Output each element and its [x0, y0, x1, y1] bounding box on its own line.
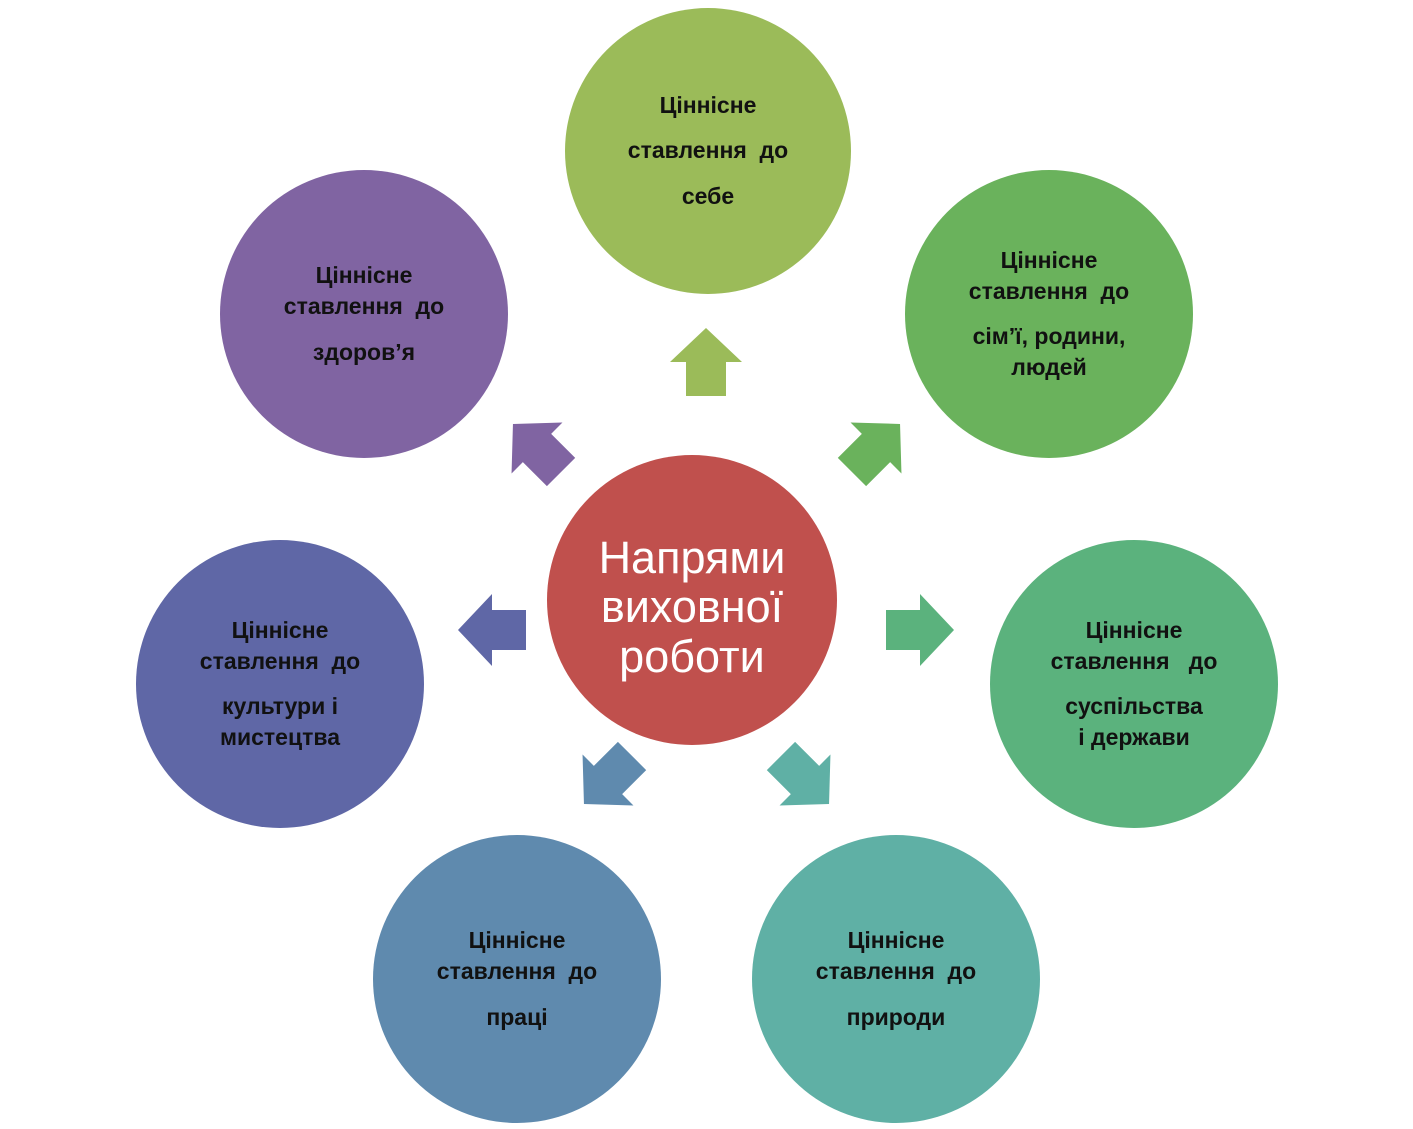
node-family: Ціннісне ставлення до сім’ї, родини, люд…: [905, 170, 1193, 458]
arrow-to-health: [511, 422, 576, 487]
center-title-line-2: виховної: [600, 581, 784, 633]
node-society-text: Ціннісне ставлення до суспільства і держ…: [1051, 615, 1218, 753]
node-society: Ціннісне ставлення до суспільства і держ…: [990, 540, 1278, 828]
node-health-line-2: ставлення до: [283, 293, 445, 320]
node-culture-line-1: Ціннісне: [231, 616, 329, 643]
node-health-line-3: здоров’я: [312, 338, 416, 365]
node-nature-line-3: природи: [846, 1003, 946, 1030]
arrow-to-society: [886, 594, 954, 666]
center-title-line-3: роботи: [619, 630, 765, 682]
node-self: Ціннісне ставлення до себе: [565, 8, 851, 294]
node-nature-text: Ціннісне ставлення до природи: [816, 925, 976, 1032]
node-society-line-1: Ціннісне: [1085, 616, 1183, 643]
node-self-line-2: ставлення до: [627, 137, 789, 164]
node-culture-text: Ціннісне ставлення до культури і мистецт…: [200, 615, 360, 753]
node-family-text: Ціннісне ставлення до сім’ї, родини, люд…: [969, 245, 1129, 383]
node-society-line-4: і держави: [1078, 724, 1190, 751]
center-title-line-1: Напрями: [598, 531, 786, 583]
node-nature-line-2: ставлення до: [815, 958, 977, 985]
node-health-text: Ціннісне ставлення до здоров’я: [284, 260, 444, 367]
center-title: Напрями виховної роботи: [599, 533, 786, 682]
arrow-to-nature: [766, 741, 831, 806]
node-family-line-3: сім’ї, родини,: [972, 323, 1126, 349]
node-self-line-3: себе: [681, 182, 735, 209]
node-nature-line-1: Ціннісне: [847, 927, 945, 954]
arrow-to-culture: [458, 594, 526, 666]
arrow-to-family: [837, 422, 902, 487]
node-self-text: Ціннісне ставлення до себе: [628, 90, 788, 211]
node-labor-line-2: ставлення до: [436, 958, 598, 985]
node-labor-line-3: праці: [486, 1003, 548, 1030]
arrow-to-self: [670, 328, 742, 396]
arrow-to-labor: [582, 741, 647, 806]
node-family-line-4: людей: [1011, 354, 1087, 381]
node-culture-line-2: ставлення до: [199, 647, 361, 674]
node-culture: Ціннісне ставлення до культури і мистецт…: [136, 540, 424, 828]
node-nature: Ціннісне ставлення до природи: [752, 835, 1040, 1123]
center-circle: Напрями виховної роботи: [547, 455, 837, 745]
node-labor-text: Ціннісне ставлення до праці: [437, 925, 597, 1032]
node-society-line-2: ставлення до: [1050, 647, 1218, 674]
node-culture-line-3: культури і: [221, 693, 338, 719]
node-labor: Ціннісне ставлення до праці: [373, 835, 661, 1123]
node-family-line-1: Ціннісне: [1000, 246, 1098, 273]
node-society-line-3: суспільства: [1065, 693, 1203, 719]
node-family-line-2: ставлення до: [968, 277, 1130, 304]
node-culture-line-4: мистецтва: [219, 724, 340, 751]
node-self-line-1: Ціннісне: [659, 92, 757, 119]
node-labor-line-1: Ціннісне: [468, 927, 566, 954]
node-health-line-1: Ціннісне: [315, 262, 413, 289]
node-health: Ціннісне ставлення до здоров’я: [220, 170, 508, 458]
